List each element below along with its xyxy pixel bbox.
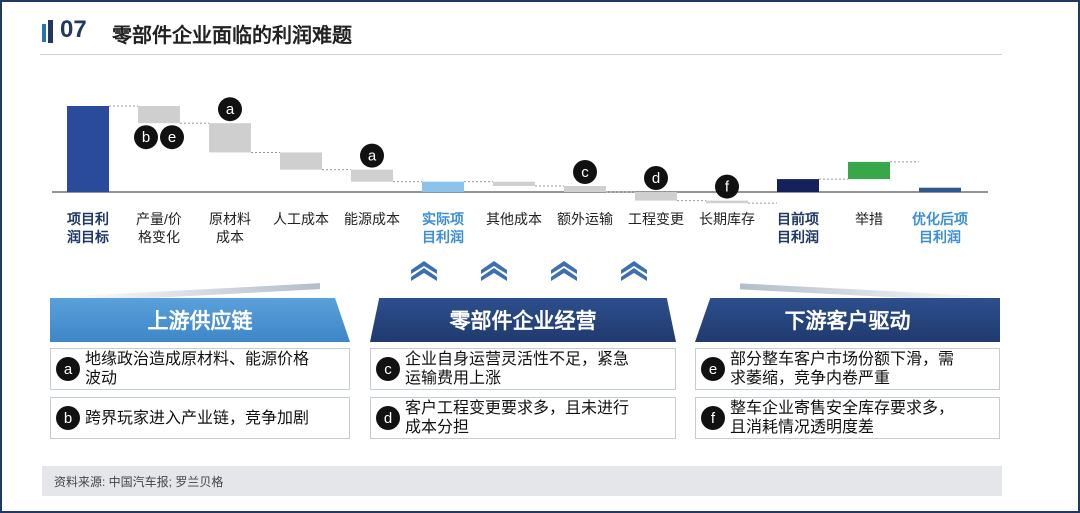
waterfall-bar	[493, 181, 535, 186]
source-note: 资料来源: 中国汽车报; 罗兰贝格	[42, 466, 1002, 496]
section-header-downstream: 下游客户驱动	[695, 298, 1000, 342]
page-title: 零部件企业面临的利润难题	[112, 25, 352, 47]
badge-letter: e	[168, 129, 176, 146]
badge-letter: d	[652, 170, 660, 187]
waterfall-bar	[848, 161, 890, 180]
waterfall-bar	[706, 200, 748, 204]
header-accent-bar-dark	[48, 20, 53, 43]
chevron-up-icon	[551, 261, 577, 281]
header-accent-bar	[42, 24, 46, 42]
list-item: c 企业自身运营灵活性不足，紧急运输费用上涨	[370, 348, 676, 390]
badge-b-icon: b	[134, 125, 158, 150]
waterfall-chart: b e a a c d f	[52, 97, 988, 204]
badge-e: e	[701, 357, 725, 381]
category-label: 长期库存	[699, 211, 755, 227]
waterfall-bar	[635, 192, 677, 201]
category-label: 人工成本	[273, 211, 329, 227]
waterfall-bar	[209, 123, 251, 153]
badge-a-icon: a	[218, 97, 242, 122]
waterfall-bar	[67, 106, 109, 192]
waterfall-bar	[919, 187, 961, 192]
waterfall-bar	[564, 185, 606, 192]
badge-a-icon: a	[360, 143, 384, 168]
item-text: 企业自身运营灵活性不足，紧急运输费用上涨	[405, 351, 630, 387]
category-label: 目前项目利润	[777, 211, 819, 245]
badge-a: a	[56, 357, 80, 381]
category-label: 举措	[855, 211, 883, 227]
item-text: 整车企业寄售安全库存要求多，且消耗情况透明度差	[730, 400, 955, 436]
waterfall-bar	[351, 169, 393, 182]
waterfall-bar	[777, 179, 819, 192]
category-label: 实际项目利润	[422, 211, 464, 245]
section-header-operations: 零部件企业经营	[370, 298, 676, 342]
badge-e-icon: e	[160, 125, 184, 150]
badge-c: c	[376, 357, 400, 381]
badge-d-icon: d	[644, 166, 668, 190]
category-label: 额外运输	[557, 211, 613, 227]
item-text: 地缘政治造成原材料、能源价格波动	[85, 351, 310, 387]
badge-letter: c	[581, 164, 589, 181]
item-text: 客户工程变更要求多，且未进行成本分担	[405, 400, 630, 436]
chevron-up-icon	[411, 261, 437, 281]
category-label: 能源成本	[344, 211, 400, 227]
badge-f: f	[701, 406, 725, 430]
category-label: 工程变更	[628, 211, 684, 227]
item-text: 跨界玩家进入产业链，竞争加剧	[85, 409, 310, 427]
waterfall-bar	[138, 106, 180, 124]
badge-letter: b	[142, 129, 150, 146]
category-label: 产量/价格变化	[136, 211, 182, 245]
section-number: 07	[60, 16, 87, 43]
section-header-upstream: 上游供应链	[50, 298, 350, 342]
list-item: d 客户工程变更要求多，且未进行成本分担	[370, 397, 676, 439]
category-label: 原材料成本	[209, 211, 251, 245]
category-label: 项目利润目标	[67, 211, 109, 245]
badge-b: b	[56, 406, 80, 430]
badge-letter: a	[368, 148, 377, 165]
list-item: a 地缘政治造成原材料、能源价格波动	[50, 348, 350, 390]
badge-c-icon: c	[573, 159, 597, 184]
item-text: 部分整车客户市场份额下滑，需求萎缩，竞争内卷严重	[730, 351, 955, 387]
category-label: 其他成本	[486, 211, 542, 227]
category-label: 优化后项目利润	[912, 211, 968, 245]
badge-f-icon: f	[715, 174, 739, 199]
badge-letter: f	[725, 179, 730, 196]
waterfall-bar	[280, 152, 322, 170]
chevron-up-icon	[481, 261, 507, 281]
chevron-up-icon	[621, 261, 647, 281]
badge-d: d	[376, 406, 400, 430]
header-divider	[40, 54, 1002, 55]
list-item: b 跨界玩家进入产业链，竞争加剧	[50, 397, 350, 439]
waterfall-bar	[422, 181, 464, 192]
list-item: f 整车企业寄售安全库存要求多，且消耗情况透明度差	[695, 397, 1000, 439]
badge-letter: a	[226, 101, 235, 118]
list-item: e 部分整车客户市场份额下滑，需求萎缩，竞争内卷严重	[695, 348, 1000, 390]
